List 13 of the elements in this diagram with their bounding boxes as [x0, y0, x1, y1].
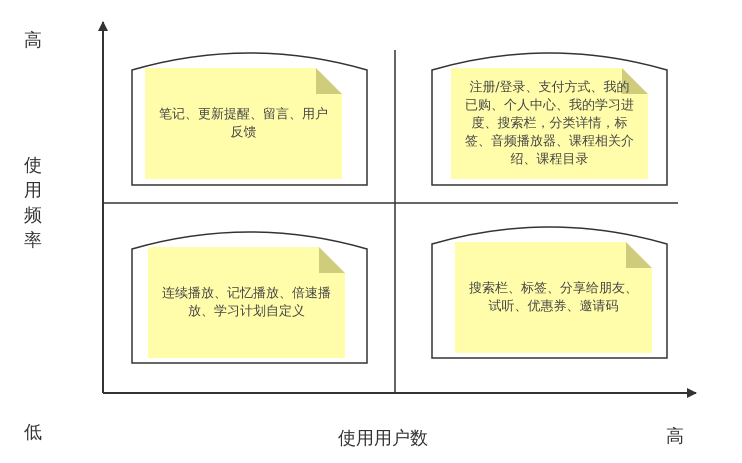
curved-frame	[132, 232, 367, 363]
curved-frame	[432, 53, 667, 185]
axis-title: 使用用户数	[338, 427, 428, 450]
curved-frame	[432, 227, 667, 358]
axis-title: 使用频率	[24, 154, 43, 253]
axis-label: 低	[24, 421, 42, 444]
axis-label: 高	[24, 29, 42, 52]
axis-label: 高	[666, 425, 684, 448]
sticky-note: 笔记、更新提醒、留言、用户反馈	[145, 68, 342, 179]
curved-frame	[132, 53, 367, 185]
sticky-note: 连续播放、记忆播放、倍速播放、学习计划自定义	[148, 247, 345, 358]
sticky-note: 搜索栏、标签、分享给朋友、试听、优惠券、邀请码	[455, 242, 652, 353]
sticky-note: 注册/登录、支付方式、我的已购、个人中心、我的学习进度、搜索栏，分类详情，标签、音频播放器、课程相关介绍、课程目录	[451, 68, 648, 179]
